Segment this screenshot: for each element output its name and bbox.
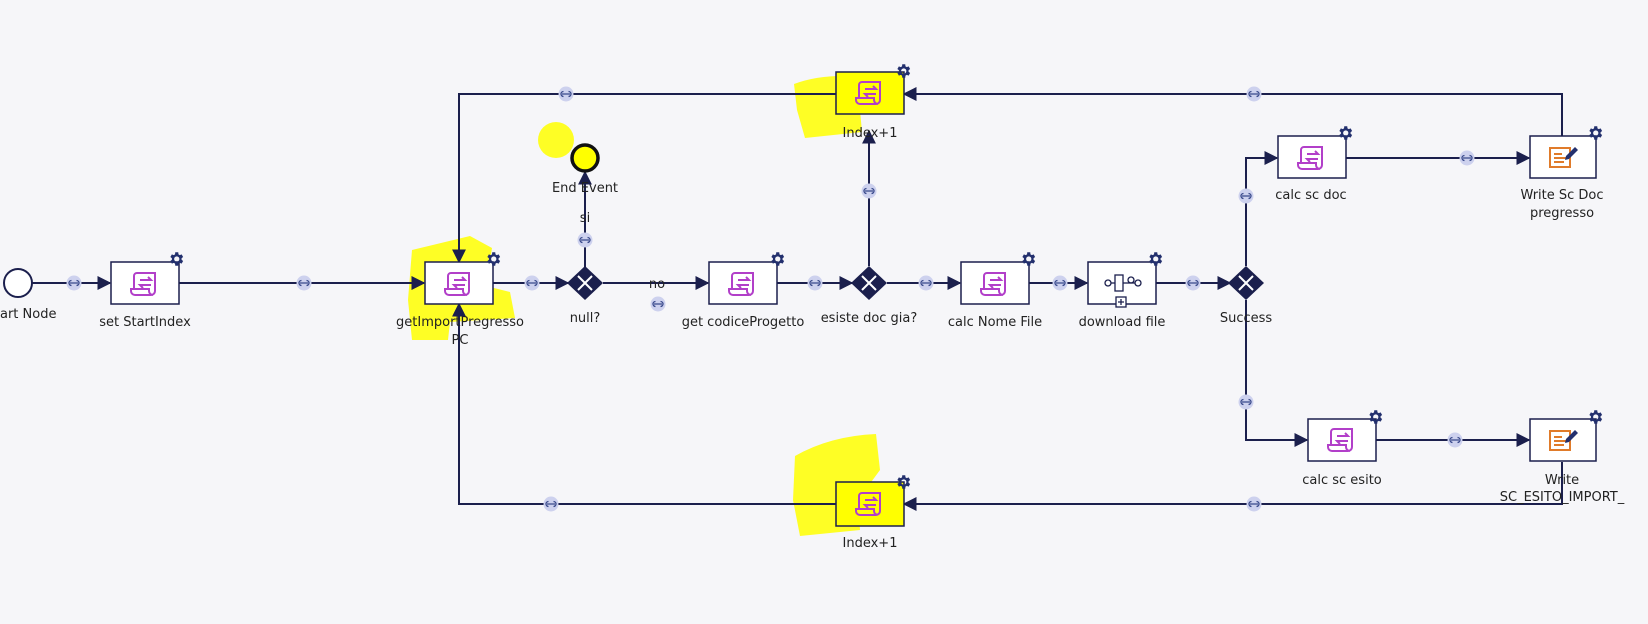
edge-label-no: no <box>649 277 665 292</box>
task-label-line1: Write Sc Doc <box>1520 188 1603 203</box>
gateway-null[interactable]: null? <box>567 266 603 326</box>
link-icon[interactable] <box>1238 188 1254 204</box>
link-icon[interactable] <box>807 275 823 291</box>
task-get-import-pregresso[interactable]: getImportPregresso PC <box>396 252 524 348</box>
link-icon[interactable] <box>66 275 82 291</box>
link-icon[interactable] <box>577 232 593 248</box>
task-calc-sc-esito[interactable]: calc sc esito <box>1302 410 1383 488</box>
gateway-success[interactable]: Success <box>1220 266 1273 326</box>
task-label-line1: Write <box>1545 473 1579 488</box>
task-calc-sc-doc[interactable]: calc sc doc <box>1275 126 1353 203</box>
link-icon[interactable] <box>543 496 559 512</box>
gateway-success-label: Success <box>1220 311 1273 326</box>
edge-label-si: si <box>580 211 590 226</box>
link-icon[interactable] <box>1238 394 1254 410</box>
gateway-esiste-doc-label: esiste doc gia? <box>821 311 918 326</box>
link-icon[interactable] <box>296 275 312 291</box>
task-label: get codiceProgetto <box>682 315 805 330</box>
task-index-plus-one-bottom[interactable]: Index+1 <box>835 475 911 551</box>
link-icon[interactable] <box>1052 275 1068 291</box>
task-index-plus-one-top[interactable]: Index+1 <box>835 64 911 141</box>
link-icon[interactable] <box>650 296 666 312</box>
task-get-codice-progetto[interactable]: get codiceProgetto <box>682 252 805 330</box>
link-icon[interactable] <box>1246 86 1262 102</box>
task-label: calc Nome File <box>948 315 1042 330</box>
task-label-line2: pregresso <box>1530 206 1594 221</box>
gateway-null-label: null? <box>570 311 601 326</box>
start-node-label: art Node <box>0 307 56 322</box>
start-node[interactable]: art Node <box>0 268 56 322</box>
task-label: download file <box>1079 315 1166 330</box>
task-label-line2: PC <box>452 333 469 348</box>
task-label: calc sc esito <box>1302 473 1382 488</box>
link-icon[interactable] <box>1246 496 1262 512</box>
end-event[interactable]: End Event <box>552 143 618 196</box>
link-icon[interactable] <box>1447 432 1463 448</box>
task-calc-nome-file[interactable]: calc Nome File <box>948 252 1042 330</box>
gateway-esiste-doc[interactable]: esiste doc gia? <box>821 266 918 326</box>
highlight-marks <box>408 75 893 536</box>
task-label: Index+1 <box>843 126 898 141</box>
link-icon[interactable] <box>861 183 877 199</box>
link-icon[interactable] <box>918 275 934 291</box>
link-icon[interactable] <box>1459 150 1475 166</box>
link-icon[interactable] <box>1185 275 1201 291</box>
link-icon[interactable] <box>558 86 574 102</box>
task-label: calc sc doc <box>1275 188 1346 203</box>
task-write-sc-esito-import[interactable]: Write SC_ESITO_IMPORT_ <box>1500 410 1625 505</box>
subprocess-icon <box>1104 274 1142 292</box>
expand-icon[interactable] <box>1115 296 1127 308</box>
task-label: set StartIndex <box>99 315 191 330</box>
end-event-label: End Event <box>552 181 618 196</box>
link-icon[interactable] <box>524 275 540 291</box>
task-set-start-index[interactable]: set StartIndex <box>99 252 191 330</box>
task-write-sc-doc-pregresso[interactable]: Write Sc Doc pregresso <box>1520 126 1604 221</box>
task-download-file[interactable]: download file <box>1079 252 1166 330</box>
task-label-line2: SC_ESITO_IMPORT_ <box>1500 490 1625 505</box>
task-label-line1: getImportPregresso <box>396 315 524 330</box>
task-label: Index+1 <box>843 536 898 551</box>
